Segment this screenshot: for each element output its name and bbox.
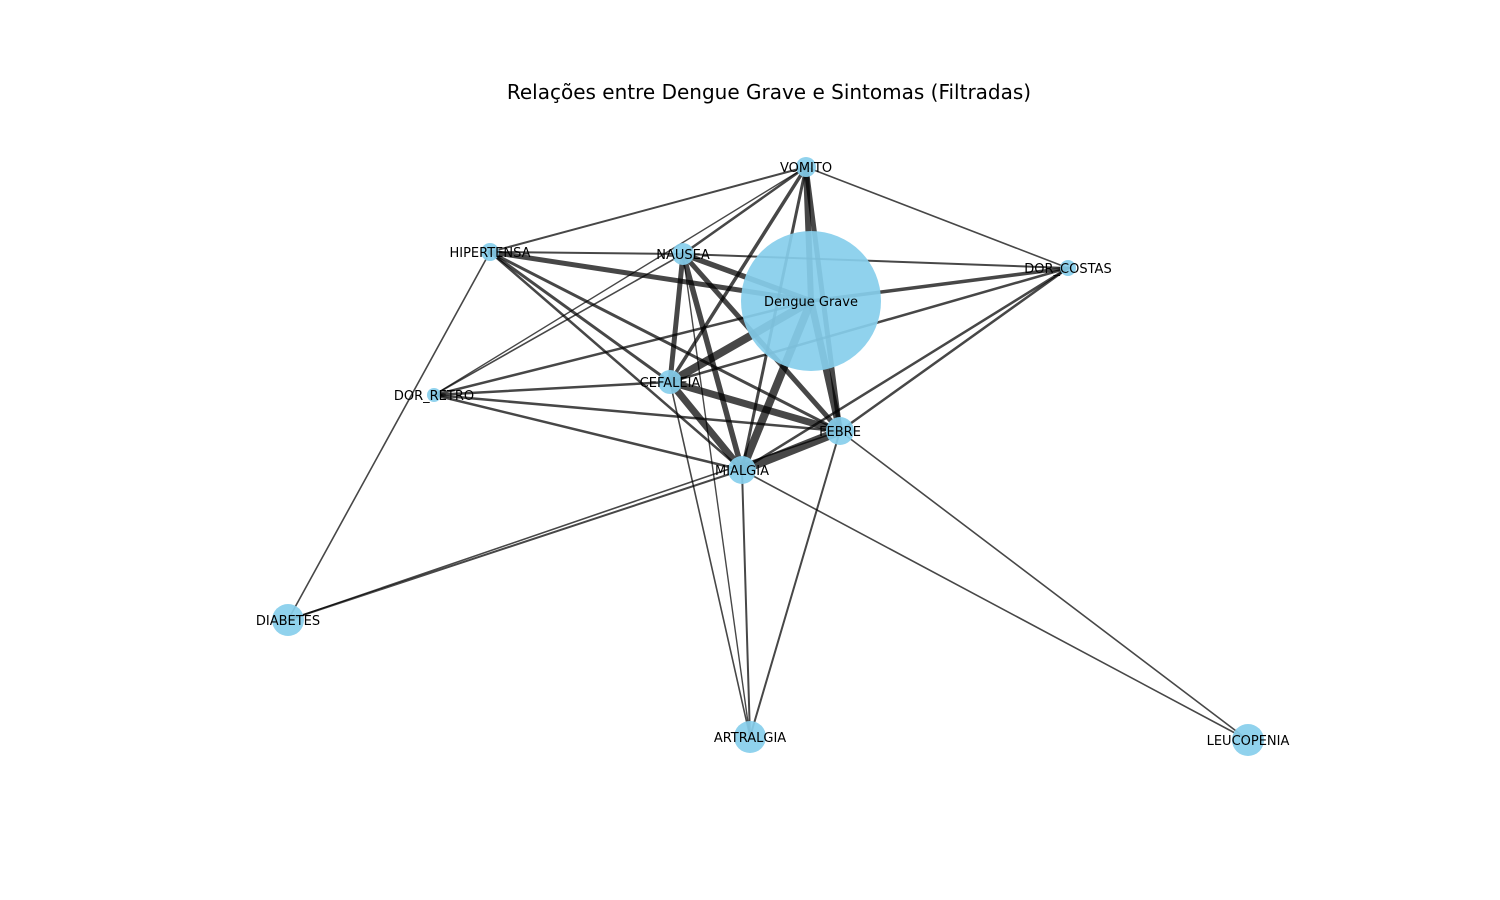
edge-febre-diabetes [287, 430, 841, 621]
node-dor-costas [1060, 260, 1076, 276]
node-mialgia [728, 456, 756, 484]
node-hipertensa [481, 243, 499, 261]
edge-cefaleia-artralgia [669, 381, 751, 738]
edge-vomito-dor-costas [805, 166, 1069, 269]
node-label-febre: FEBRE [819, 425, 861, 440]
edge-dor-retro-mialgia [432, 393, 744, 472]
nodes-layer [272, 157, 1264, 756]
node-label-artralgia: ARTRALGIA [714, 731, 786, 746]
edge-febre-mialgia [737, 426, 845, 475]
node-febre [826, 417, 854, 445]
edge-nausea-artralgia [682, 253, 751, 738]
node-label-dengue-grave: Dengue Grave [764, 295, 858, 310]
edge-nausea-cefaleia [667, 251, 686, 385]
edge-dor-costas-febre [838, 266, 1070, 433]
node-leucopenia [1232, 724, 1264, 756]
node-label-dor-retro: DOR_RETRO [394, 389, 474, 404]
edge-cefaleia-dor-retro [432, 380, 672, 397]
node-label-mialgia: MIALGIA [715, 464, 769, 479]
node-label-vomito: VOMITO [780, 161, 832, 176]
node-dor-retro [427, 388, 441, 402]
node-label-diabetes: DIABETES [256, 614, 320, 629]
node-artralgia [734, 721, 766, 753]
edge-vomito-dor-retro [433, 166, 807, 396]
node-label-dor-costas: DOR_COSTAS [1024, 262, 1111, 277]
node-label-cefaleia: CEFALEIA [640, 376, 701, 391]
edge-vomito-hipertensa [489, 166, 807, 253]
node-label-leucopenia: LEUCOPENIA [1207, 734, 1290, 749]
node-nausea [672, 243, 694, 265]
edge-dor-retro-febre [432, 393, 842, 433]
edge-mialgia-artralgia [741, 469, 751, 738]
edge-hipertensa-nausea [489, 251, 684, 255]
node-cefaleia [658, 370, 682, 394]
edge-cefaleia-mialgia [666, 378, 746, 474]
edges-layer [287, 164, 1249, 741]
node-diabetes [272, 604, 304, 636]
edge-dor-costas-mialgia [740, 266, 1070, 472]
edge-cefaleia-febre [666, 378, 844, 435]
node-dengue-grave [741, 231, 881, 371]
edge-mialgia-diabetes [287, 469, 743, 621]
edge-nausea-dor-retro [433, 253, 684, 396]
graph-title: Relações entre Dengue Grave e Sintomas (… [507, 80, 1031, 104]
edge-mialgia-leucopenia [741, 469, 1249, 741]
edge-hipertensa-mialgia [488, 250, 744, 472]
labels-layer: Dengue Grave VOMITO HIPERTENSA NAUSEA DOR_CO… [256, 161, 1290, 749]
edge-nausea-dor-costas [682, 253, 1069, 269]
edge-vomito-nausea [681, 165, 808, 256]
edge-febre-artralgia [749, 430, 841, 738]
node-vomito [796, 157, 816, 177]
edge-febre-leucopenia [839, 430, 1249, 741]
edge-hipertensa-cefaleia [488, 250, 672, 384]
node-label-hipertensa: HIPERTENSA [449, 246, 530, 261]
edge-hipertensa-diabetes [287, 251, 491, 621]
edge-hipertensa-febre [488, 250, 842, 433]
node-label-nausea: NAUSEA [656, 248, 710, 263]
